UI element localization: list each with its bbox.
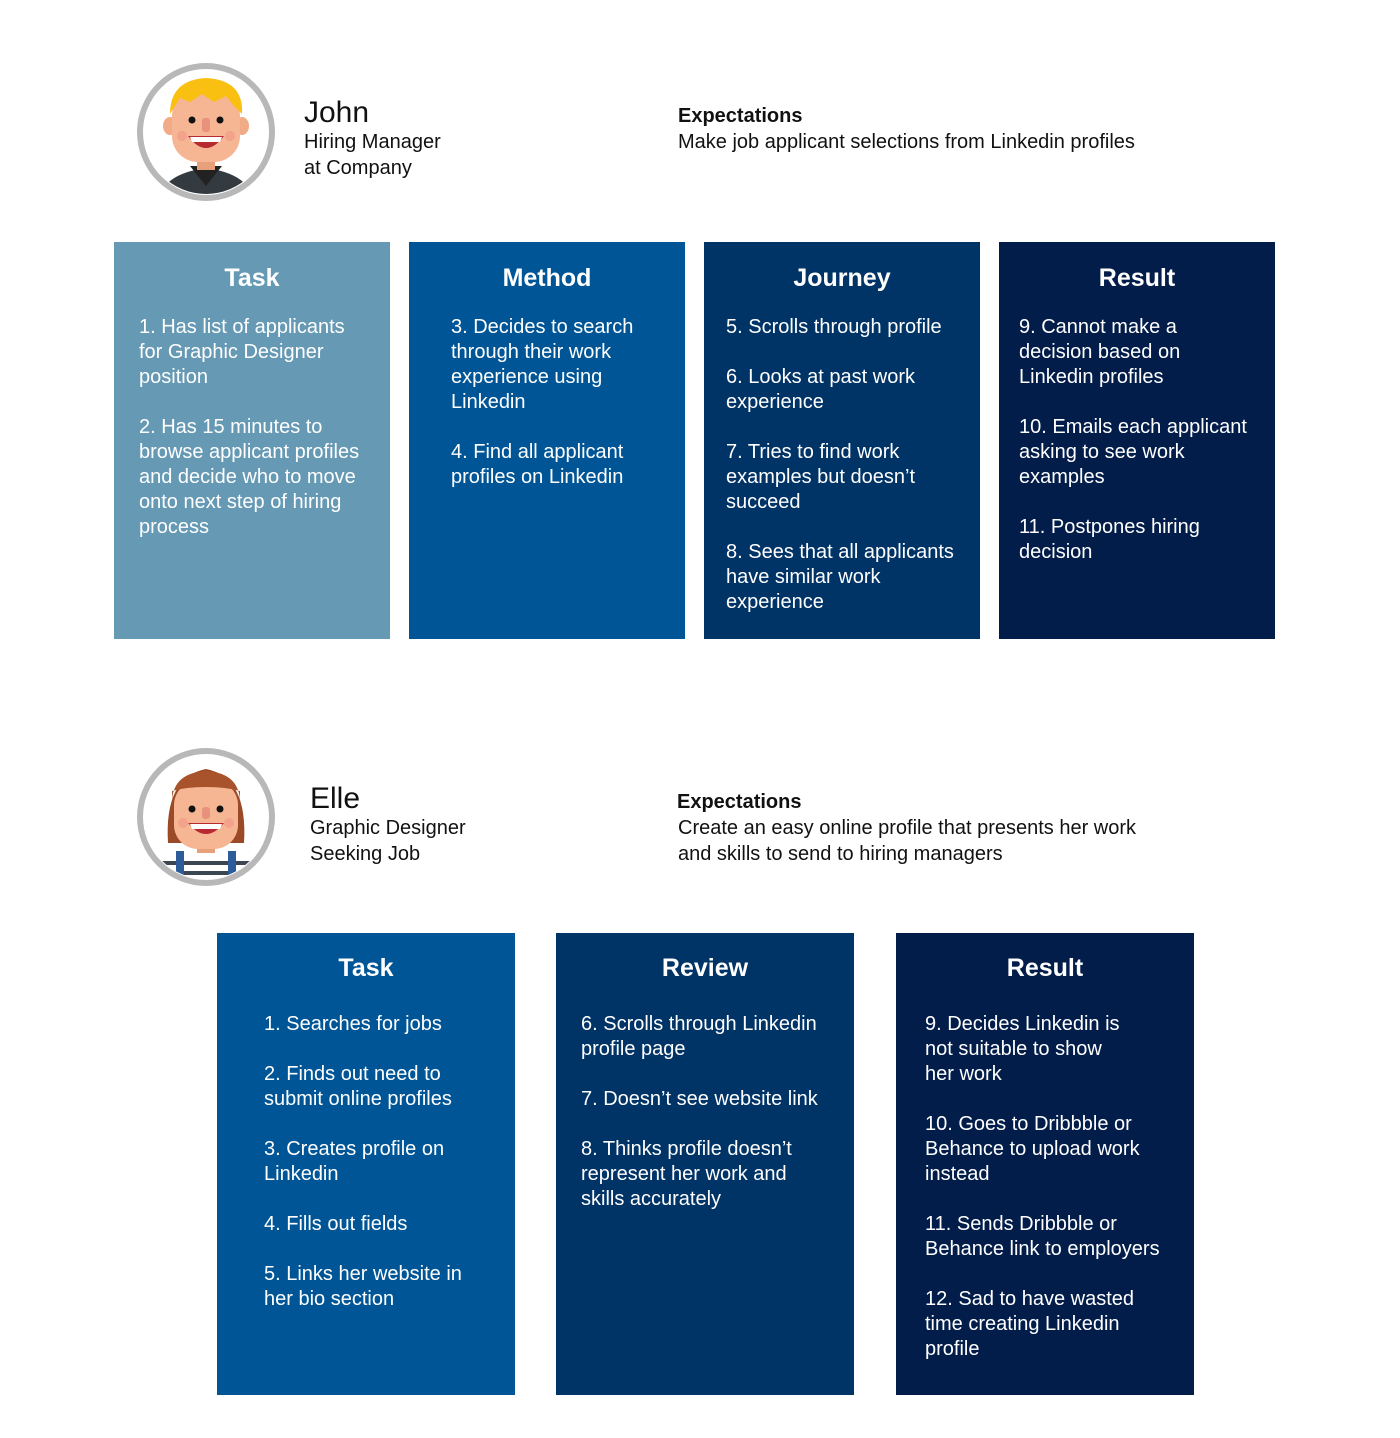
- persona-role-line: Graphic Designer: [310, 817, 466, 839]
- expectations-line: and skills to send to hiring managers: [678, 843, 1003, 865]
- expectations-title: Expectations: [677, 791, 802, 813]
- john-avatar: [137, 63, 275, 201]
- list-item: 1. Searches for jobs: [264, 1013, 442, 1035]
- expectations-line: Make job applicant selections from Linke…: [678, 131, 1135, 153]
- card-title: Task: [224, 264, 280, 292]
- persona-role-line: Hiring Manager: [304, 131, 441, 153]
- expectations-line: Create an easy online profile that prese…: [678, 817, 1137, 839]
- card-title: Method: [502, 264, 592, 292]
- persona-role-line: at Company: [304, 157, 412, 179]
- card-title: Task: [338, 954, 394, 982]
- persona-role-line: Seeking Job: [310, 843, 421, 865]
- list-item: 4. Fills out fields: [264, 1213, 408, 1235]
- elle-avatar: [137, 748, 275, 886]
- list-item: 7. Doesn’t see website link: [581, 1088, 818, 1110]
- expectations-text: Create an easy online profile that prese…: [678, 815, 1136, 867]
- persona-name-elle: Elle: [310, 782, 361, 815]
- card-title: Journey: [793, 264, 891, 292]
- expectations-text: Make job applicant selections from Linke…: [678, 129, 1135, 155]
- card-title: Result: [1098, 264, 1176, 292]
- journey-card-journey: Journey 5. Scrolls through profile 6. Lo…: [704, 242, 980, 639]
- persona-name-john: John: [304, 96, 370, 129]
- card-title: Result: [1006, 954, 1084, 982]
- card-title: Review: [661, 954, 749, 982]
- expectations-title: Expectations: [678, 105, 803, 127]
- journey-card-task: Task 1. Searches for jobs 2. Finds out n…: [217, 933, 515, 1395]
- list-item: 5. Scrolls through profile: [726, 316, 942, 338]
